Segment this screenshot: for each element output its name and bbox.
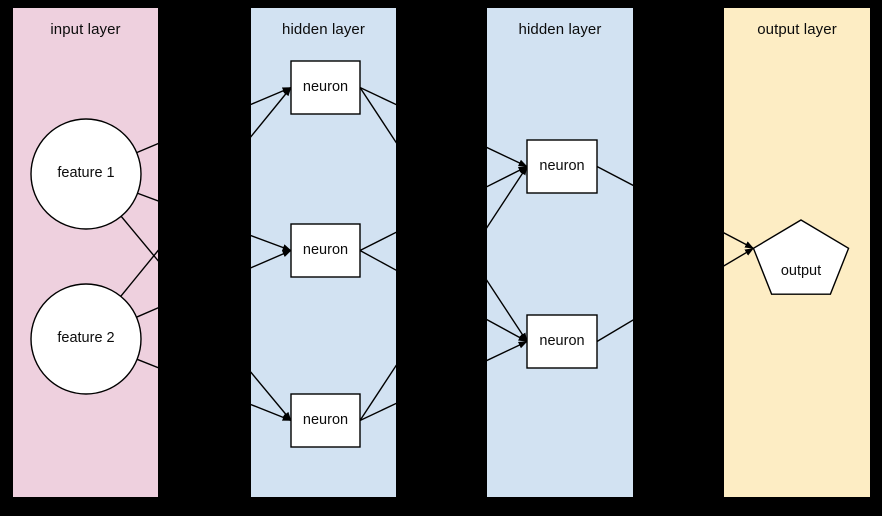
input-layer-graphics bbox=[30, 118, 158, 395]
hidden-layer-2-panel: hidden layer neuron neuron bbox=[487, 8, 633, 497]
output-layer-graphics bbox=[724, 219, 850, 295]
input-layer-title: input layer bbox=[50, 21, 121, 38]
hidden-layer-1-title: hidden layer bbox=[282, 21, 365, 38]
hidden-layer-2-graphics bbox=[487, 139, 633, 369]
hidden-layer-1-graphics bbox=[251, 60, 396, 448]
hidden-layer-2-title: hidden layer bbox=[518, 21, 602, 38]
input-layer-panel: input layer feature 1 feature 2 bbox=[13, 8, 158, 497]
hidden-layer-1-panel: hidden layer neuron neuron neuron bbox=[251, 8, 396, 497]
output-layer-title: output layer bbox=[757, 21, 837, 38]
output-layer-panel: output layer output bbox=[724, 8, 870, 497]
